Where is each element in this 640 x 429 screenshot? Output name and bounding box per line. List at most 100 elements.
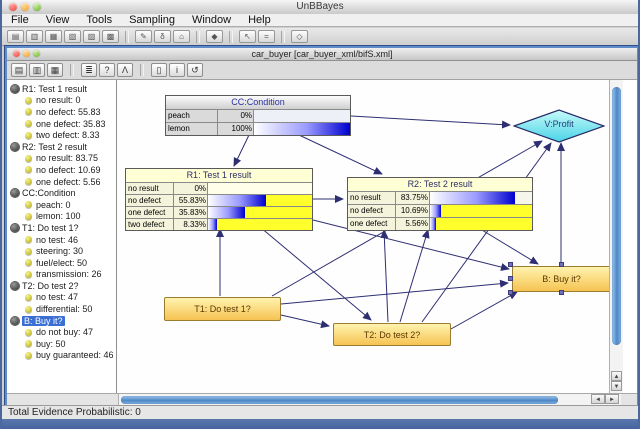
unbminer-button[interactable]: ◇ <box>291 30 308 43</box>
tree-node-b[interactable]: B: Buy it? <box>7 315 116 327</box>
edge-t2-to-r2 <box>399 229 430 323</box>
tree-node-r2[interactable]: R2: Test 2 result <box>7 141 116 153</box>
tree-state[interactable]: no defect: 10.69 <box>7 164 116 176</box>
home-button[interactable]: ⌂ <box>173 30 190 43</box>
tree-state[interactable]: fuel/elect: 50 <box>7 257 116 269</box>
tree-state[interactable]: peach: 0 <box>7 199 116 211</box>
node-v-profit[interactable]: V:Profit <box>512 109 606 143</box>
tree-node-cc[interactable]: CC:Condition <box>7 187 116 199</box>
network-window-title: car_buyer [car_buyer_xml/bifS.xml] <box>251 49 393 59</box>
scroll-down-button[interactable]: ▼ <box>611 381 622 391</box>
edge-t2-to-b <box>450 291 518 330</box>
tree-state[interactable]: no test: 47 <box>7 292 116 304</box>
horizontal-scrollbar-thumb[interactable] <box>121 395 558 404</box>
new-oobn-button[interactable]: ▧ <box>64 30 81 43</box>
minimize-button[interactable] <box>21 3 29 11</box>
tree-state[interactable]: do not buy: 47 <box>7 326 116 338</box>
preferences-button[interactable]: = <box>258 30 275 43</box>
menu-view[interactable]: View <box>45 14 70 26</box>
inner-minimize-button[interactable] <box>23 50 30 57</box>
probability-bar <box>208 219 312 230</box>
vertical-scrollbar-thumb[interactable] <box>612 87 621 345</box>
new-msbn-button[interactable]: ▥ <box>26 30 43 43</box>
tree-node-t2[interactable]: T2: Do test 2? <box>7 280 116 292</box>
horizontal-scrollbar-row: ◄ ► <box>7 393 637 405</box>
zoom-button[interactable] <box>33 3 41 11</box>
select-mode-button[interactable]: ↖ <box>239 30 256 43</box>
menu-help[interactable]: Help <box>248 14 271 26</box>
tree-state[interactable]: one defect: 5.56 <box>7 176 116 188</box>
metaphor-button[interactable]: ◆ <box>206 30 223 43</box>
horizontal-scrollbar[interactable]: ◄ ► <box>118 394 621 405</box>
tree-state[interactable]: steering: 30 <box>7 245 116 257</box>
close-button[interactable] <box>9 3 17 11</box>
node-t1-do-test1[interactable]: T1: Do test 1? <box>164 297 281 321</box>
new-bn-button[interactable]: ▤ <box>7 30 24 43</box>
tree-state[interactable]: no test: 46 <box>7 234 116 246</box>
print-net-button[interactable]: ▤ <box>11 63 27 77</box>
log-button[interactable]: ▯ <box>151 63 167 77</box>
vertical-scrollbar[interactable]: ▲ ▼ <box>609 80 623 393</box>
menu-tools[interactable]: Tools <box>86 14 113 26</box>
scroll-right-button[interactable]: ► <box>605 394 619 404</box>
reset-button[interactable]: ↺ <box>187 63 203 77</box>
save-button[interactable]: ▩ <box>102 30 119 43</box>
inner-close-button[interactable] <box>13 50 20 57</box>
scroll-up-button[interactable]: ▲ <box>611 371 622 381</box>
main-toolbar: ▤ ▥ ▦ ▧ ▨ ▩ ✎ δ ⌂ ◆ ↖ = ◇ <box>2 28 638 46</box>
probability-tree-panel: R1: Test 1 result no result: 0 no defect… <box>7 80 117 393</box>
state-icon <box>25 166 32 174</box>
tree-state[interactable]: buy guaranteed: 46 <box>7 350 116 362</box>
scroll-left-button[interactable]: ◄ <box>591 394 605 404</box>
state-icon <box>25 154 32 162</box>
toolbar-separator <box>229 30 233 43</box>
print-table-button[interactable]: ▥ <box>29 63 45 77</box>
node-b-buy-it[interactable]: B: Buy it? <box>512 266 611 292</box>
menu-bar: File View Tools Sampling Window Help <box>2 14 638 27</box>
probability-bar <box>208 183 312 194</box>
tree-state[interactable]: two defect: 8.33 <box>7 129 116 141</box>
tree-state[interactable]: one defect: 35.83 <box>7 118 116 130</box>
expand-tree-button[interactable]: ≣ <box>81 63 97 77</box>
learn-button[interactable]: δ <box>154 30 171 43</box>
state-icon <box>25 259 32 267</box>
tree-state[interactable]: differential: 50 <box>7 303 116 315</box>
info-button[interactable]: i <box>169 63 185 77</box>
new-mebn-button[interactable]: ▦ <box>45 30 62 43</box>
tree-state[interactable]: no result: 0 <box>7 95 116 107</box>
state-icon <box>25 120 32 128</box>
propagate-button[interactable]: Λ <box>117 63 133 77</box>
state-icon <box>25 293 32 301</box>
inner-zoom-button[interactable] <box>33 50 40 57</box>
node-t2-do-test2[interactable]: T2: Do test 2? <box>333 323 451 346</box>
open-button[interactable]: ▨ <box>83 30 100 43</box>
tree-state[interactable]: transmission: 26 <box>7 269 116 281</box>
tree-node-r1[interactable]: R1: Test 1 result <box>7 83 116 95</box>
menu-file[interactable]: File <box>11 14 29 26</box>
tree-state[interactable]: lemon: 100 <box>7 211 116 223</box>
menu-sampling[interactable]: Sampling <box>129 14 175 26</box>
selection-handle[interactable] <box>508 290 513 295</box>
tree-node-t1[interactable]: T1: Do test 1? <box>7 222 116 234</box>
network-toolbar: ▤ ▥ ▦ ≣ ? Λ ▯ i ↺ <box>7 61 637 80</box>
save-net-image-button[interactable]: ▦ <box>47 63 63 77</box>
selection-handle[interactable] <box>559 262 564 267</box>
compile-button[interactable]: ✎ <box>135 30 152 43</box>
toolbar-separator <box>140 64 144 76</box>
node-title: R1: Test 1 result <box>126 169 312 182</box>
selection-handle[interactable] <box>508 262 513 267</box>
selection-handle[interactable] <box>559 290 564 295</box>
tree-state[interactable]: no defect: 55.83 <box>7 106 116 118</box>
tree-state[interactable]: no result: 83.75 <box>7 153 116 165</box>
evidence-button[interactable]: ? <box>99 63 115 77</box>
menu-window[interactable]: Window <box>191 14 232 26</box>
selection-handle[interactable] <box>508 276 513 281</box>
tree-state[interactable]: buy: 50 <box>7 338 116 350</box>
edge-cc-to-r1 <box>233 134 250 167</box>
